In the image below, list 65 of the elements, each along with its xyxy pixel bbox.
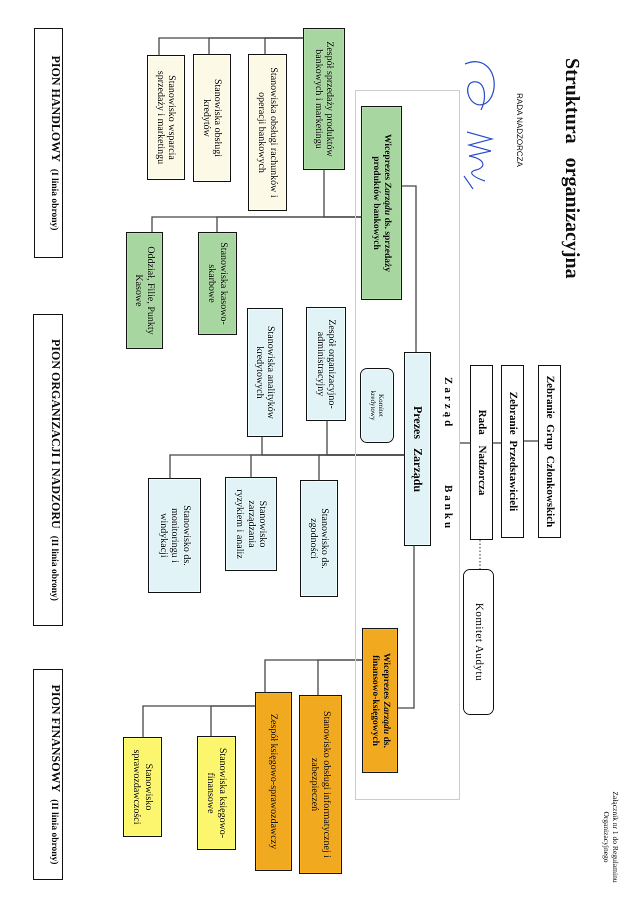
unit-name: Stanowiska obsługi kredytów xyxy=(200,78,224,160)
unit-name: Zespół księgowo-sprawozdawczy xyxy=(268,714,280,850)
committee-name: Komitet Audytu xyxy=(472,602,485,682)
division-name: PION ORGANIZACJI I NADZORU xyxy=(48,339,62,529)
unit-box xyxy=(255,692,292,871)
committee-box xyxy=(360,368,394,443)
unit-name: Stanowiska analityków kredytowych xyxy=(254,324,276,422)
connector-line xyxy=(460,442,470,444)
division-box xyxy=(33,669,63,880)
unit-name: Zebranie Grup Członkowskich xyxy=(543,376,556,528)
connector-line xyxy=(479,540,481,569)
board-frame xyxy=(355,90,460,800)
unit-name: Stanowisko sprawozdawczości xyxy=(131,748,154,826)
connector-line xyxy=(398,546,415,709)
connector-line xyxy=(402,185,417,352)
unit-name: Zebranie Przedstawicieli xyxy=(506,392,519,512)
committee-box xyxy=(463,569,494,715)
unit-box xyxy=(225,477,277,571)
connector-line xyxy=(524,440,538,442)
unit-box xyxy=(361,106,402,300)
unit-name: Stanowiska kasowo-skarbowe xyxy=(206,241,229,327)
unit-name: Stanowisko wsparcia sprzedaży i marketingu xyxy=(154,70,178,166)
unit-box xyxy=(148,478,201,593)
unit-name: Oddział, Filie, Punkty Kasowe xyxy=(133,245,156,337)
unit-name: Stanowisko ds. zgodności xyxy=(308,507,330,571)
unit-box xyxy=(362,628,398,773)
unit-box xyxy=(538,365,561,538)
unit-box xyxy=(248,54,287,211)
unit-name: Stanowiska księgowo-finansowe xyxy=(205,746,228,840)
unit-box xyxy=(126,232,163,349)
unit-box xyxy=(193,54,231,182)
unit-name: Stanowisko ds. monitoringu i windykacji xyxy=(157,504,192,568)
connector-line xyxy=(142,705,255,737)
stamp-text: RADA NADZORCZA xyxy=(514,92,524,169)
unit-name: Zespół sprzedaży produktów bankowych i marketingu xyxy=(312,40,336,159)
unit-box xyxy=(470,365,493,540)
unit-name: Prezes Zarządu xyxy=(410,406,424,492)
connector-line xyxy=(264,659,362,692)
unit-name: Stanowisko obsługi informatycznej i zabezpieczeń xyxy=(309,710,332,859)
division-note: (II linia obrony) xyxy=(48,536,59,601)
connector-line xyxy=(151,216,361,232)
unit-box xyxy=(198,232,237,335)
division-box xyxy=(33,314,63,626)
connector-line xyxy=(158,37,303,55)
board-heading: Zarząd Banku xyxy=(441,377,454,532)
unit-name: Stanowiska obsługi rachunków i operacji bankowych xyxy=(256,66,279,200)
unit-box xyxy=(404,352,431,546)
page-title: Struktura organizacyjna xyxy=(560,58,583,279)
unit-box xyxy=(123,737,162,837)
unit-box xyxy=(303,28,345,170)
unit-box xyxy=(299,695,342,874)
unit-name: Stanowisko zarządzania ryzykiem i analiz xyxy=(234,488,268,561)
connector-line xyxy=(169,454,404,478)
division-name: PION FINANSOWY xyxy=(48,684,62,792)
division-box xyxy=(34,28,63,258)
unit-box xyxy=(197,736,236,850)
unit-box xyxy=(147,55,185,180)
division-name: PION HANDLOWY xyxy=(48,56,62,162)
division-note: (I linia obrony) xyxy=(48,168,59,230)
unit-box xyxy=(247,308,283,437)
unit-box xyxy=(300,480,338,597)
unit-box xyxy=(501,365,524,538)
unit-box xyxy=(306,307,346,421)
unit-name: Rada Nadzorcza xyxy=(475,410,488,496)
division-note: (II linia obrony) xyxy=(48,799,59,864)
